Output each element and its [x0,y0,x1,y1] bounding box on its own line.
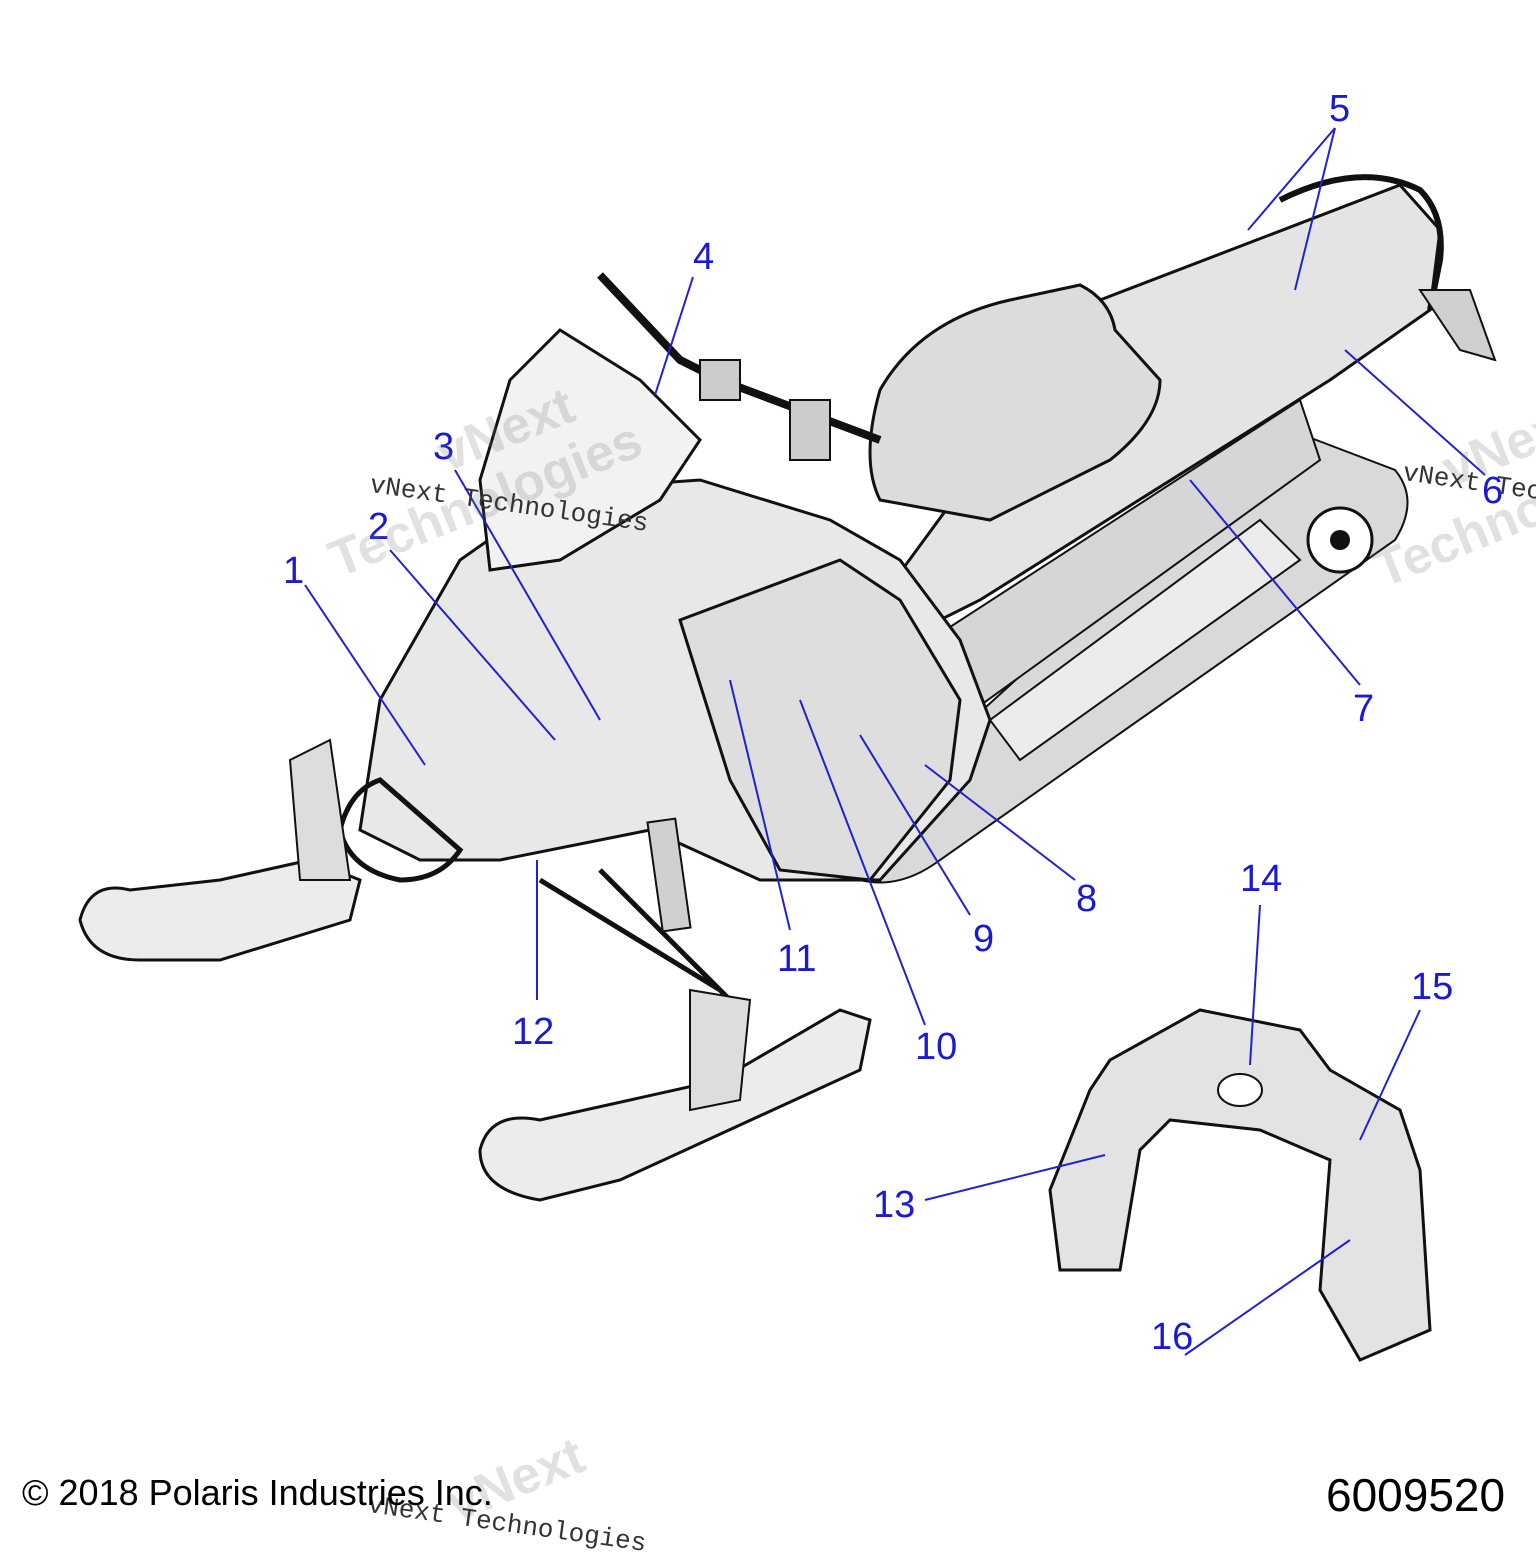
callout-13: 13 [873,1184,916,1226]
callout-10: 10 [915,1026,958,1068]
callout-1: 1 [283,550,305,592]
callout-3: 3 [433,426,455,468]
throttle-block [699,359,741,401]
lower-panel-opening [1217,1073,1263,1107]
copyright-text: © 2018 Polaris Industries Inc. [22,1472,493,1513]
figure-number: 6009520 [1326,1469,1506,1521]
lower-panel-assembly [1048,1008,1432,1362]
callout-15: 15 [1411,966,1454,1008]
left-ski [78,858,362,962]
rear-suspension [988,518,1302,762]
seat [868,283,1162,522]
left-side-panel [678,558,962,882]
idler-hub [1330,530,1350,550]
front-shock [646,817,692,933]
callout-6: 6 [1482,470,1504,512]
front-bumper [337,777,464,883]
callout-12: 12 [512,1011,555,1053]
a-arms [538,868,742,1012]
callout-4: 4 [693,236,715,278]
callout-9: 9 [973,918,995,960]
callout-14: 14 [1240,858,1283,900]
left-ski-spindle [288,738,352,881]
hand-guard-right [789,399,831,461]
leader-lines [304,127,1486,1356]
callout-8: 8 [1076,878,1098,920]
callout-11: 11 [777,938,817,980]
callout-7: 7 [1353,688,1375,730]
callout-16: 16 [1151,1316,1194,1358]
callout-5: 5 [1329,88,1351,130]
windshield [478,328,702,572]
right-ski-spindle [689,988,752,1112]
snow-flap [1418,289,1497,362]
callout-2: 2 [368,506,390,548]
right-ski [478,1008,872,1202]
